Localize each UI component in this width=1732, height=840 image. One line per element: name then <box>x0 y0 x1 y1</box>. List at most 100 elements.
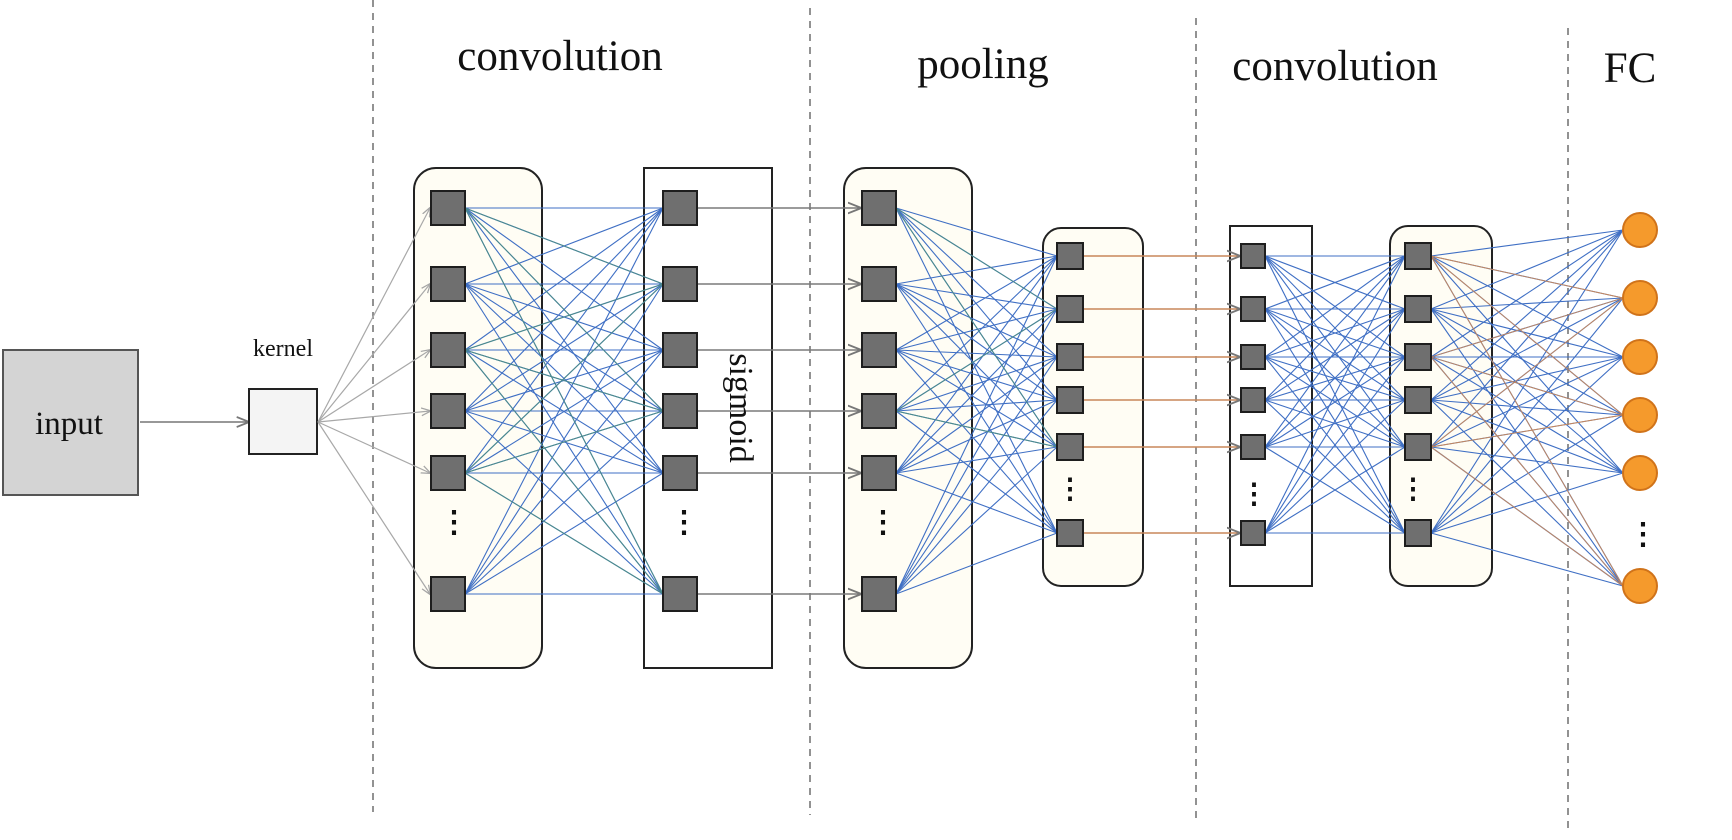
conv1-to-sigmoid-edge <box>464 207 664 474</box>
conv1-to-sigmoid-edge-teal <box>464 410 664 474</box>
conv2out-node <box>1404 519 1432 547</box>
conv2-to-fc-edge <box>1430 399 1624 416</box>
pool-to-poolout-edge <box>895 356 1058 412</box>
pool-to-poolout-edge <box>895 255 1058 351</box>
conv1-to-sigmoid-edge-teal <box>464 207 664 595</box>
conv2-to-fc-edge-orange <box>1430 356 1624 587</box>
conv2-to-fc-edge <box>1430 297 1624 401</box>
conv2in-node <box>1240 434 1266 460</box>
fc-node <box>1622 339 1658 375</box>
conv2in-node <box>1240 520 1266 546</box>
conv2-mesh-edge <box>1264 308 1406 358</box>
conv2-mesh-edge <box>1264 399 1406 448</box>
pool-to-poolout-edge-teal <box>895 410 1058 448</box>
conv1-to-sigmoid-edge-teal <box>464 349 664 595</box>
poolout-node <box>1056 343 1084 371</box>
sigmoid-node <box>662 576 698 612</box>
conv2out-node <box>1404 386 1432 414</box>
sigmoid-ellipsis: ⋮ <box>669 506 699 539</box>
conv2-to-fc-edge <box>1430 308 1624 416</box>
conv1-node <box>430 455 466 491</box>
pool-to-poolout-edge <box>895 349 1058 401</box>
conv1-to-sigmoid-edge <box>464 410 664 595</box>
sigmoid-node <box>662 190 698 226</box>
conv1-ellipsis: ⋮ <box>439 506 469 539</box>
pool-to-poolout-edge-teal <box>895 308 1058 412</box>
conv2-to-fc-edge <box>1430 399 1624 587</box>
pool-to-poolout-edge <box>895 207 1058 401</box>
kernel-to-conv1-edge <box>317 350 430 423</box>
conv2-mesh-edge <box>1264 255 1406 448</box>
pool-to-poolout-edge <box>895 349 1058 534</box>
conv2-to-fc-edge <box>1430 446 1624 474</box>
conv1-node <box>430 190 466 226</box>
conv2-mesh-edge <box>1264 255 1406 401</box>
conv1-to-sigmoid-edge-teal <box>464 472 664 595</box>
poolout-node <box>1056 386 1084 414</box>
conv2-to-fc-edge-orange <box>1430 255 1624 299</box>
sigmoid-node <box>662 332 698 368</box>
conv1-to-sigmoid-edge <box>464 283 664 412</box>
conv2in-node <box>1240 243 1266 269</box>
conv2in-node <box>1240 296 1266 322</box>
kernel-label: kernel <box>253 336 313 362</box>
conv2-mesh-edge <box>1264 308 1406 401</box>
input-box <box>2 349 139 496</box>
sigmoid-label: sigmoid <box>722 353 759 463</box>
conv1-node <box>430 393 466 429</box>
connection-edges <box>317 207 1624 595</box>
pool-to-poolout-edge <box>895 207 1058 358</box>
pool-to-poolout-edge <box>895 532 1058 595</box>
conv2-to-fc-edge-orange <box>1430 446 1624 587</box>
conv2-to-fc-edge <box>1430 472 1624 534</box>
ellipsis-marks: ⋮ ⋮ ⋮ ⋮ ⋮ ⋮ ⋮ <box>439 474 1658 551</box>
pool-to-poolout-edge <box>895 255 1058 595</box>
conv2-to-fc-edge <box>1430 414 1624 534</box>
conv2-mesh-edge <box>1264 255 1406 534</box>
conv2-to-fc-edge <box>1430 532 1624 587</box>
conv2-to-fc-edge <box>1430 229 1624 257</box>
conv2out-node <box>1404 295 1432 323</box>
neuron-nodes <box>430 190 1658 612</box>
poolout-node <box>1056 519 1084 547</box>
conv2-to-fc-edge <box>1430 356 1624 448</box>
pool-to-poolout-edge <box>895 356 1058 474</box>
pool-to-poolout-edge <box>895 255 1058 285</box>
pool-to-poolout-edge <box>895 446 1058 595</box>
conv2-to-fc-edge <box>1430 229 1624 448</box>
pool-to-poolout-edge <box>895 207 1058 534</box>
pool-to-poolout-edge <box>895 283 1058 401</box>
conv2-to-fc-edge-orange <box>1430 414 1624 448</box>
layer-panels <box>413 167 1493 669</box>
conv1-title: convolution <box>457 33 662 80</box>
pool-to-poolout-edge <box>895 410 1058 534</box>
pool-out-ellipsis: ⋮ <box>1056 474 1084 505</box>
conv1-to-sigmoid-edge <box>464 349 664 474</box>
conv2-to-fc-edge <box>1430 297 1624 310</box>
conv2-to-fc-edge <box>1430 255 1624 474</box>
conv2-to-fc-edge <box>1430 356 1624 534</box>
poolout-node <box>1056 433 1084 461</box>
pool-to-poolout-edge-teal <box>895 207 1058 310</box>
conv2-to-fc-edge <box>1430 308 1624 358</box>
conv1-node <box>430 266 466 302</box>
pool-node <box>861 332 897 368</box>
conv1-to-sigmoid-edge <box>464 207 664 351</box>
conv2out-node <box>1404 343 1432 371</box>
conv2-out-ellipsis: ⋮ <box>1399 474 1427 505</box>
fc-node <box>1622 212 1658 248</box>
pool-to-poolout-edge <box>895 356 1058 595</box>
fc-node <box>1622 397 1658 433</box>
kernel-to-conv1-edge <box>317 411 430 423</box>
conv2-mesh-edge <box>1264 308 1406 448</box>
poolout-node <box>1056 242 1084 270</box>
conv2-to-fc-edge-orange <box>1430 297 1624 448</box>
conv2-mesh-edge <box>1264 356 1406 534</box>
conv2-title: convolution <box>1232 43 1437 90</box>
pool-node <box>861 455 897 491</box>
conv2out-node <box>1404 242 1432 270</box>
conv2-to-fc-edge-orange <box>1430 255 1624 587</box>
pool-to-poolout-edge <box>895 399 1058 412</box>
